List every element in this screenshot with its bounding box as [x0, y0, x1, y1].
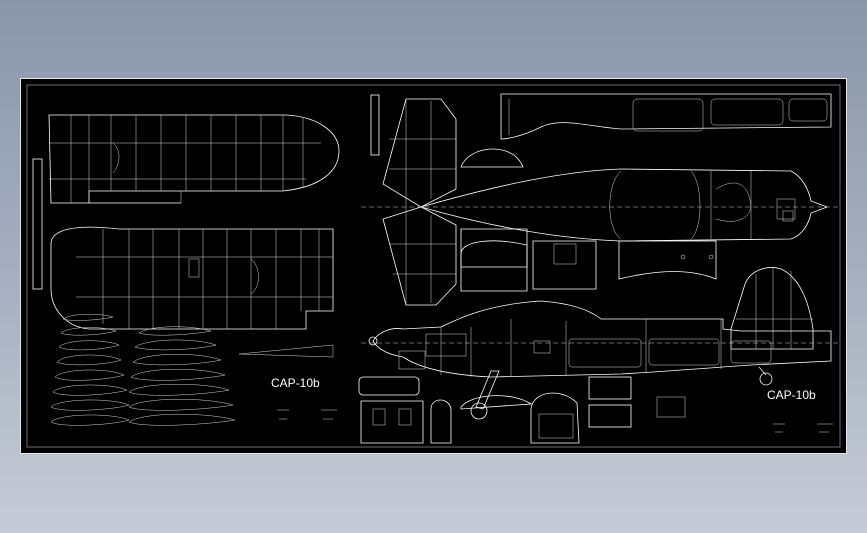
- bottom-parts: [358, 376, 686, 444]
- drawing-frame: [26, 84, 841, 448]
- wing-panel-upper: [48, 114, 340, 204]
- fin-spar-strip: [370, 94, 380, 156]
- wing-rib-column-left: [50, 314, 130, 426]
- tail-rib-strip: [238, 344, 334, 358]
- cad-drawing-sheet: CAP-10b CAP-10b: [20, 78, 847, 454]
- fuselage-side-parts: [500, 93, 832, 140]
- landing-gear-leg: [460, 370, 533, 420]
- cad-plan-svg: CAP-10b CAP-10b: [26, 84, 841, 448]
- model-name-left: CAP-10b: [271, 376, 320, 390]
- wing-panel-lower: [50, 226, 334, 330]
- title-block-right: [773, 423, 833, 433]
- fuselage-top-view: [419, 168, 829, 242]
- title-block-left: [277, 409, 337, 420]
- fuselage-formers: [460, 148, 717, 292]
- fuselage-side-view: [368, 300, 832, 386]
- stabilizer-plan-view: [382, 98, 457, 306]
- model-name-right: CAP-10b: [767, 388, 816, 402]
- vertical-fin-side-view: [730, 267, 814, 350]
- wing-rib-column-right: [128, 326, 236, 426]
- wing-spar-strip: [32, 158, 43, 290]
